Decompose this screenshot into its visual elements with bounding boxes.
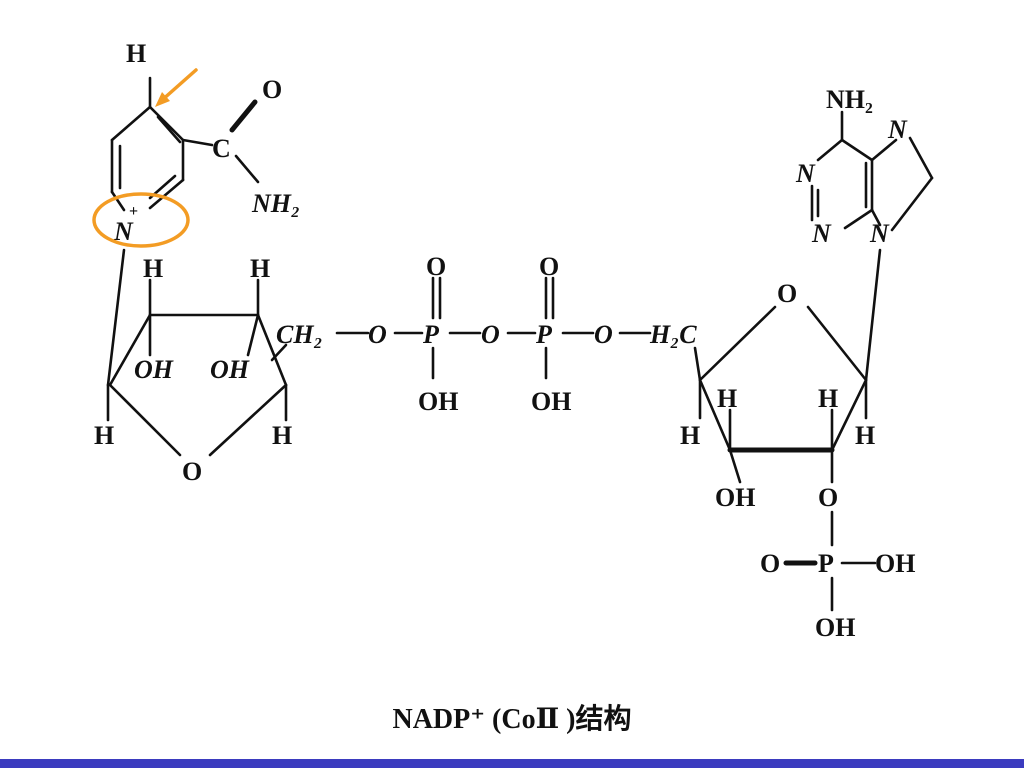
h2c-label-right: H₂C <box>649 320 697 349</box>
hydroxyl-label-p3-bottom: OH <box>815 613 855 642</box>
hydroxyl-label-p2: OH <box>531 387 571 416</box>
nicotinamide-ring <box>110 76 260 212</box>
nitrogen-label-adenine-2: N <box>795 159 816 188</box>
nh2-label-amide: NH₂ <box>251 189 300 218</box>
oxygen-label-link-2: O <box>481 320 500 349</box>
pyrophosphate-bonds <box>335 276 652 380</box>
oxygen-label-p2-top: O <box>539 252 559 281</box>
phosphorus-label-3: P <box>818 549 834 578</box>
right-ribose-ring <box>693 248 882 484</box>
nitrogen-label-pyridinium: N <box>113 217 134 246</box>
hydroxyl-label-3: OH <box>715 483 755 512</box>
oxygen-label-p3: O <box>760 549 780 578</box>
left-ribose-ring <box>106 248 288 457</box>
adenine-rings <box>810 110 934 232</box>
ch2-label-left: CH₂ <box>276 320 323 349</box>
hydrogen-label-4: H <box>272 421 292 450</box>
phosphate-group-right <box>783 510 877 612</box>
hydroxyl-label-1: OH <box>134 355 174 384</box>
hydrogen-label-5: H <box>717 384 737 413</box>
hydrogen-label-3: H <box>94 421 114 450</box>
nitrogen-label-adenine-4: N <box>869 219 890 248</box>
hydrogen-label-top: H <box>126 39 146 68</box>
nitrogen-label-adenine-3: N <box>811 219 832 248</box>
hydrogen-label-1: H <box>143 254 163 283</box>
hydrogen-label-7: H <box>680 421 700 450</box>
oxygen-label-ribose-right: O <box>777 279 797 308</box>
plus-charge-label: + <box>129 203 138 220</box>
oxygen-label-ester: O <box>818 483 838 512</box>
hydrogen-label-6: H <box>818 384 838 413</box>
oxygen-label-link-1: O <box>368 320 387 349</box>
figure-caption: NADP⁺ (CoⅡ )结构 <box>392 704 632 735</box>
oxygen-label-link-3: O <box>594 320 613 349</box>
hydrogen-label-8: H <box>855 421 875 450</box>
oxygen-label-amide: O <box>262 75 282 104</box>
highlight-circle <box>92 192 190 248</box>
nitrogen-label-adenine-1: N <box>887 115 908 144</box>
phosphorus-label-2: P <box>535 320 553 349</box>
hydroxyl-label-p1: OH <box>418 387 458 416</box>
hydroxyl-label-p3-right: OH <box>875 549 915 578</box>
bottom-accent-bar <box>0 759 1024 768</box>
oxygen-label-ribose-left: O <box>182 457 202 486</box>
hydrogen-label-2: H <box>250 254 270 283</box>
phosphorus-label-1: P <box>422 320 440 349</box>
carbon-label-amide: C <box>212 134 231 163</box>
oxygen-label-p1-top: O <box>426 252 446 281</box>
highlight-arrow <box>155 68 198 107</box>
nh2-label-adenine: NH₂ <box>826 85 873 114</box>
hydroxyl-label-2: OH <box>210 355 250 384</box>
